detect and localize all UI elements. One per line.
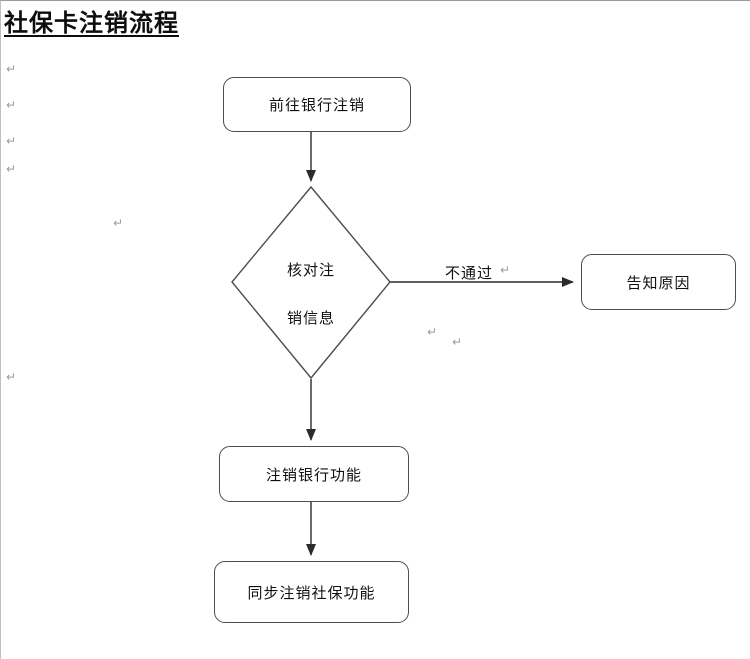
flow-node-inform-label: 告知原因 [626,274,691,292]
flow-node-start[interactable]: 前往银行注销 [223,77,411,132]
flow-node-cancel-bank[interactable]: 注销银行功能 [219,446,409,502]
flow-node-inform[interactable]: 告知原因 [581,254,736,310]
flow-node-cancel-bank-label: 注销银行功能 [265,466,362,484]
page-title: 社保卡注销流程 [4,10,179,37]
flow-node-verify-diamond[interactable] [231,185,391,380]
paragraph-mark: ↵ [113,216,124,230]
paragraph-mark: ↵ [6,134,17,148]
edge-label-fail: 不通过 [444,265,493,282]
flow-node-cancel-social-label: 同步注销社保功能 [247,584,376,602]
paragraph-mark: ↵ [6,162,17,176]
verify-label-line2: 销信息 [286,310,335,327]
paragraph-mark: ↵ [6,62,17,76]
verify-label-line1: 核对注 [286,262,335,279]
paragraph-mark: ↵ [6,370,17,384]
paragraph-mark: ↵ [427,325,438,339]
flow-node-verify-label: 核对注 销信息 [251,247,371,343]
paragraph-mark: ↵ [6,98,17,112]
flow-node-start-label: 前往银行注销 [268,97,365,114]
paragraph-mark: ↵ [452,335,463,349]
flow-node-cancel-social[interactable]: 同步注销社保功能 [214,561,409,623]
paragraph-mark: ↵ [500,263,511,277]
